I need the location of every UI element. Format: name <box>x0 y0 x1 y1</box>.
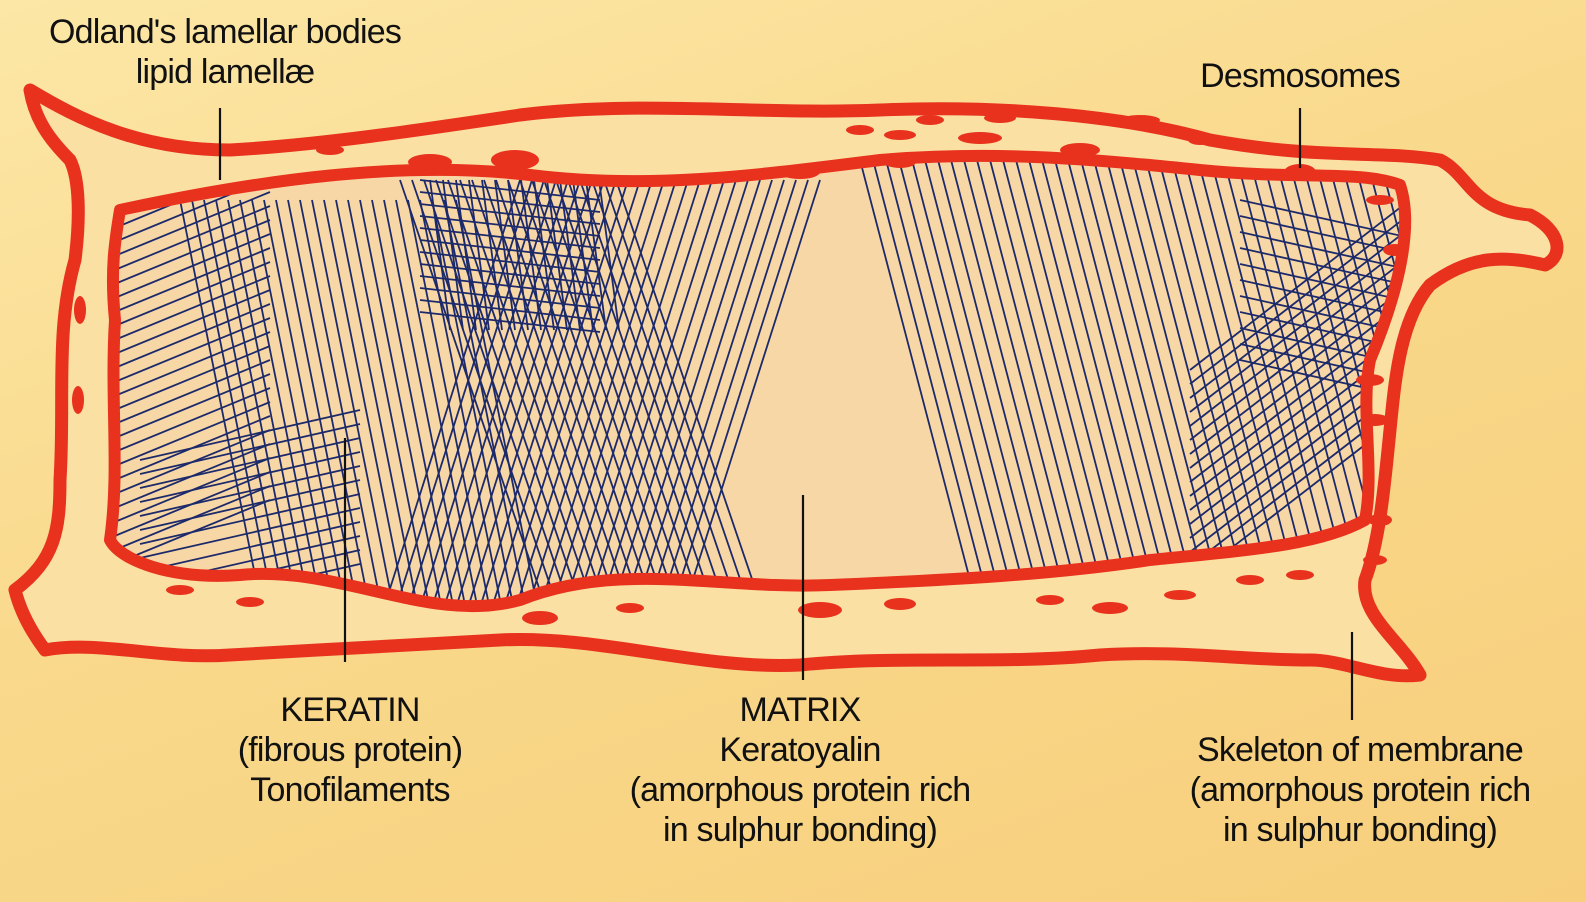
desmosome-plaque <box>1120 115 1160 125</box>
desmosome-plaque <box>408 154 452 170</box>
desmosome-plaque <box>1361 414 1389 426</box>
desmosome-plaque <box>1036 595 1064 605</box>
label-keratin-line1: KERATIN <box>210 690 490 730</box>
desmosome-plaque <box>798 602 842 618</box>
label-matrix-line4: in sulphur bonding) <box>590 810 1010 850</box>
desmosome-plaque <box>1286 570 1314 580</box>
desmosome-plaque <box>1092 602 1128 614</box>
desmosome-plaque <box>1366 195 1394 205</box>
desmosome-plaque <box>984 113 1016 123</box>
desmosome-plaque <box>846 125 874 135</box>
desmosome-plaque <box>958 132 1002 144</box>
desmosome-plaque <box>1356 374 1384 386</box>
desmosome-plaque <box>1060 143 1100 157</box>
label-desmosomes-line1: Desmosomes <box>1180 56 1420 96</box>
label-matrix-line2: Keratoyalin <box>590 730 1010 770</box>
desmosome-plaque <box>884 598 916 610</box>
desmosome-plaque <box>780 165 820 179</box>
label-keratin-line3: Tonofilaments <box>210 770 490 810</box>
desmosome-plaque <box>1383 244 1407 256</box>
desmosome-plaque <box>236 597 264 607</box>
label-matrix: MATRIX Keratoyalin (amorphous protein ri… <box>590 690 1010 850</box>
desmosome-plaque <box>1236 575 1264 585</box>
label-skeleton-line2: (amorphous protein rich <box>1150 770 1570 810</box>
label-skeleton-line3: in sulphur bonding) <box>1150 810 1570 850</box>
desmosome-plaque <box>74 296 86 324</box>
desmosome-plaque <box>72 386 84 414</box>
desmosome-plaque <box>491 150 539 170</box>
label-desmosomes: Desmosomes <box>1180 56 1420 96</box>
desmosome-plaque <box>884 130 916 140</box>
desmosome-plaque <box>316 145 344 155</box>
desmosome-plaque <box>1368 514 1392 526</box>
label-odland-line1: Odland's lamellar bodies <box>20 12 430 52</box>
desmosome-plaque <box>916 115 944 125</box>
label-keratin: KERATIN (fibrous protein) Tonofilaments <box>210 690 490 810</box>
label-skeleton-line1: Skeleton of membrane <box>1150 730 1570 770</box>
desmosome-plaque <box>616 603 644 613</box>
label-matrix-line3: (amorphous protein rich <box>590 770 1010 810</box>
label-skeleton-of-membrane: Skeleton of membrane (amorphous protein … <box>1150 730 1570 850</box>
label-keratin-line2: (fibrous protein) <box>210 730 490 770</box>
desmosome-plaque <box>1164 590 1196 600</box>
desmosome-plaque <box>522 611 558 625</box>
desmosome-plaque <box>1363 555 1387 565</box>
desmosome-plaque <box>166 585 194 595</box>
label-odland-lamellar-bodies: Odland's lamellar bodies lipid lamellæ <box>20 12 430 92</box>
label-odland-line2: lipid lamellæ <box>20 52 430 92</box>
desmosome-plaque <box>884 156 916 168</box>
desmosome-plaque <box>1188 135 1212 145</box>
label-matrix-line1: MATRIX <box>590 690 1010 730</box>
